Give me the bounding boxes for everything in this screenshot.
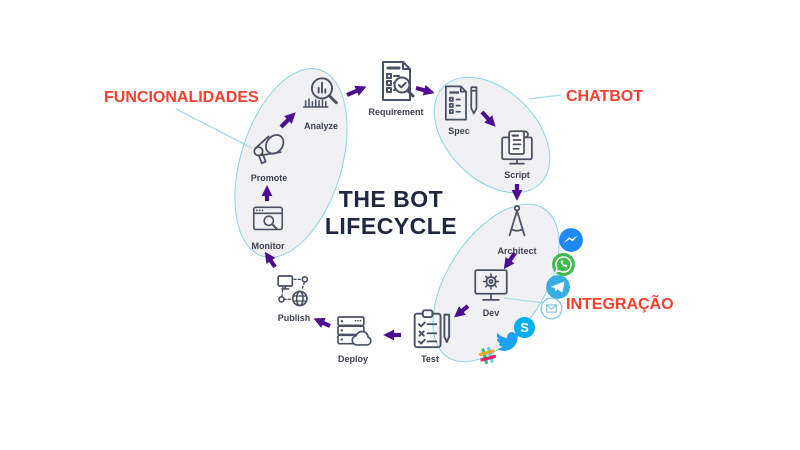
telegram-icon <box>545 274 571 300</box>
email-icon <box>540 297 563 320</box>
requirement-icon <box>382 61 415 101</box>
monitor-icon <box>252 206 284 231</box>
stage-test: Test <box>388 306 472 364</box>
stage-label: Architect <box>497 246 537 256</box>
label-funcionalidades: FUNCIONALIDADES <box>104 89 259 106</box>
stage-label: Script <box>504 170 530 180</box>
whatsapp-icon <box>551 252 576 277</box>
stage-label: Dev <box>482 308 500 318</box>
diagram-title: THE BOT LIFECYCLE <box>301 186 481 240</box>
stage-label: Analyze <box>303 121 338 131</box>
deploy-icon <box>337 316 372 346</box>
test-icon <box>413 309 451 349</box>
label-integracao: INTEGRAÇÃO <box>566 296 674 313</box>
spec-icon <box>445 85 478 121</box>
stage-deploy: Deploy <box>311 312 395 364</box>
messenger-icon <box>558 227 584 253</box>
publish-icon <box>277 275 309 307</box>
stage-label: Promote <box>250 173 288 183</box>
stage-label: Spec <box>448 126 470 136</box>
stage-label: Deploy <box>337 354 368 364</box>
dev-icon <box>474 269 508 301</box>
analyze-icon <box>302 77 338 108</box>
stage-architect: Architect <box>475 202 559 256</box>
stage-promote: Promote <box>227 129 311 183</box>
skype-icon: S <box>513 316 536 339</box>
title-line-1: THE BOT <box>338 186 444 212</box>
script-icon <box>501 130 533 165</box>
stage-publish: Publish <box>252 271 336 323</box>
svg-text:S: S <box>520 320 529 335</box>
twitter-icon <box>496 330 519 353</box>
label-chatbot: CHATBOT <box>566 88 644 105</box>
title-line-2: LIFECYCLE <box>324 213 458 240</box>
stage-analyze: Analyze <box>279 73 363 131</box>
stage-dev: Dev <box>449 264 533 318</box>
stage-monitor: Monitor <box>226 201 310 251</box>
stage-label: Publish <box>277 313 311 323</box>
stage-spec: Spec <box>417 82 501 136</box>
architect-icon <box>508 204 526 237</box>
stage-label: Monitor <box>251 241 285 251</box>
promote-icon <box>253 134 285 164</box>
stage-script: Script <box>475 126 559 180</box>
connector-chatbot <box>528 94 562 100</box>
stage-label: Requirement <box>368 107 424 117</box>
stage-label: Test <box>421 354 439 364</box>
stage-requirement: Requirement <box>354 57 438 117</box>
slack-icon <box>476 344 499 367</box>
